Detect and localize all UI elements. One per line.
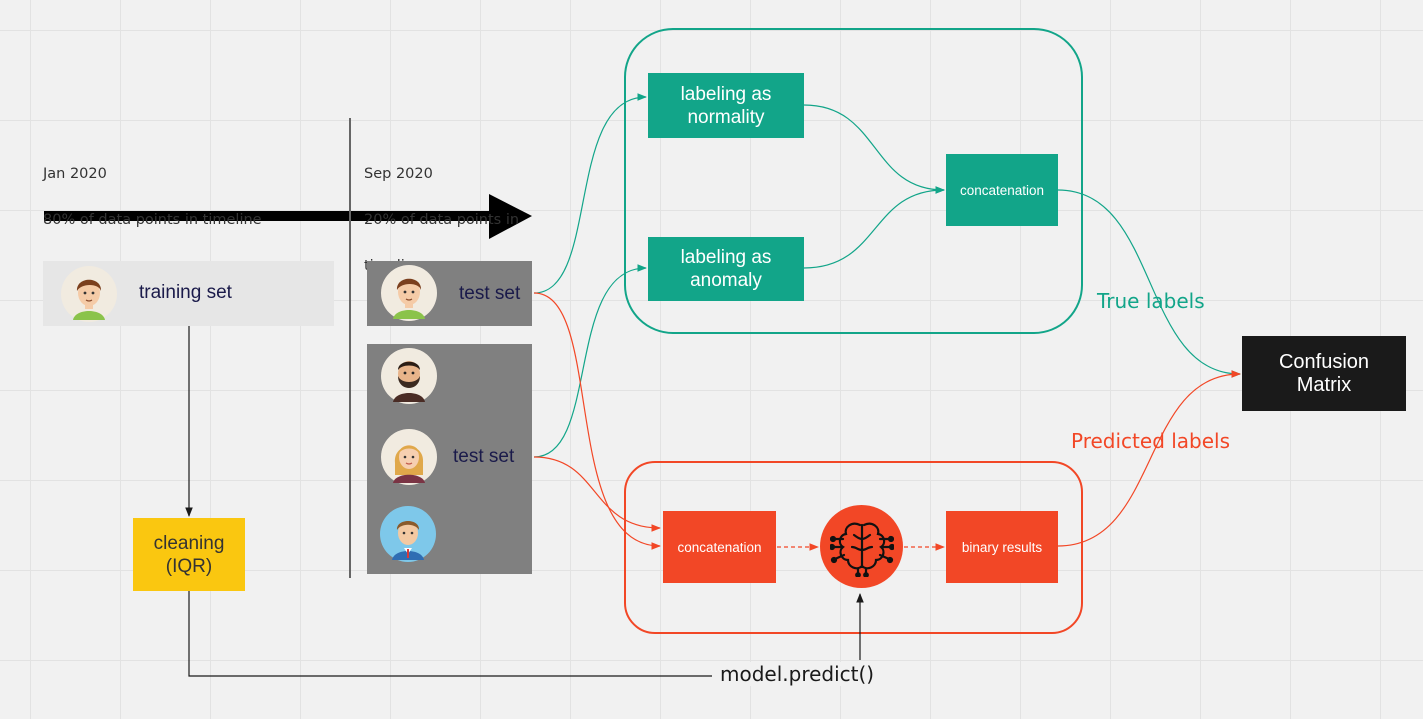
training-set-panel[interactable]: training set	[43, 261, 334, 326]
anomaly-to-concat-connector	[803, 186, 945, 269]
concatenation-true-label: concatenation	[959, 182, 1045, 198]
binary-results-label: binary results	[961, 539, 1043, 555]
jan-note: Jan 2020 80% of data points in timeline	[43, 140, 262, 255]
test2-to-concat-connector	[533, 456, 661, 532]
concatenation-true-node[interactable]: concatenation	[946, 154, 1058, 226]
labeling-normality-line-1: labeling as	[680, 83, 772, 105]
young-man-avatar-icon	[61, 266, 117, 322]
confusion-matrix-node[interactable]: Confusion Matrix	[1242, 336, 1406, 411]
predicted-labels-group-frame	[624, 461, 1083, 634]
test-set-label-1: test set	[459, 283, 521, 304]
true-labels-label: True labels	[1097, 289, 1205, 313]
brain-network-icon	[829, 522, 894, 577]
normality-to-concat-connector	[803, 104, 945, 194]
training-set-label: training set	[139, 282, 232, 303]
timeline-arrow-head	[489, 194, 532, 239]
cleaning-line-1: cleaning	[153, 532, 225, 554]
labeling-anomaly-line-2: anomaly	[690, 270, 762, 291]
confusion-line-2: Matrix	[1296, 373, 1352, 396]
young-man-avatar-icon	[381, 265, 437, 321]
concatenation-pred-label: concatenation	[677, 539, 762, 555]
labeling-anomaly-line-1: labeling as	[680, 247, 772, 268]
cleaning-line-2: (IQR)	[165, 555, 213, 577]
sep-share: 20% of data points in	[364, 212, 520, 228]
sep-date: Sep 2020	[364, 166, 433, 182]
test1-to-normality-connector	[533, 93, 647, 294]
labeling-anomaly-node[interactable]: labeling as anomaly	[648, 237, 804, 301]
test1-to-concat-connector	[533, 292, 661, 550]
bearded-man-avatar-icon	[381, 348, 437, 404]
predicted-labels-label: Predicted labels	[1071, 429, 1231, 453]
test-set-label-2: test set	[453, 446, 515, 467]
jan-share: 80% of data points in timeline	[43, 212, 262, 228]
woman-avatar-icon	[381, 429, 437, 485]
test-set-panel-1[interactable]: test set	[367, 261, 532, 326]
man-in-suit-avatar-icon	[380, 506, 436, 562]
true-labels-group-frame	[624, 28, 1083, 334]
confusion-line-1: Confusion	[1278, 350, 1370, 373]
test-set-panel-2[interactable]: test set	[367, 344, 532, 574]
binary-results-node[interactable]: binary results	[946, 511, 1058, 583]
model-node[interactable]	[820, 505, 903, 588]
concat-to-confusion-connector	[1057, 189, 1241, 378]
labeling-normality-node[interactable]: labeling as normality	[648, 73, 804, 138]
cleaning-to-predict-connector	[188, 591, 712, 677]
binary-to-confusion-connector	[1057, 370, 1241, 547]
model-predict-label: model.predict()	[712, 662, 883, 686]
jan-date: Jan 2020	[43, 166, 107, 182]
labeling-normality-line-2: normality	[687, 106, 765, 128]
cleaning-node[interactable]: cleaning (IQR)	[133, 518, 245, 591]
concatenation-pred-node[interactable]: concatenation	[663, 511, 776, 583]
test2-to-anomaly-connector	[533, 264, 647, 458]
